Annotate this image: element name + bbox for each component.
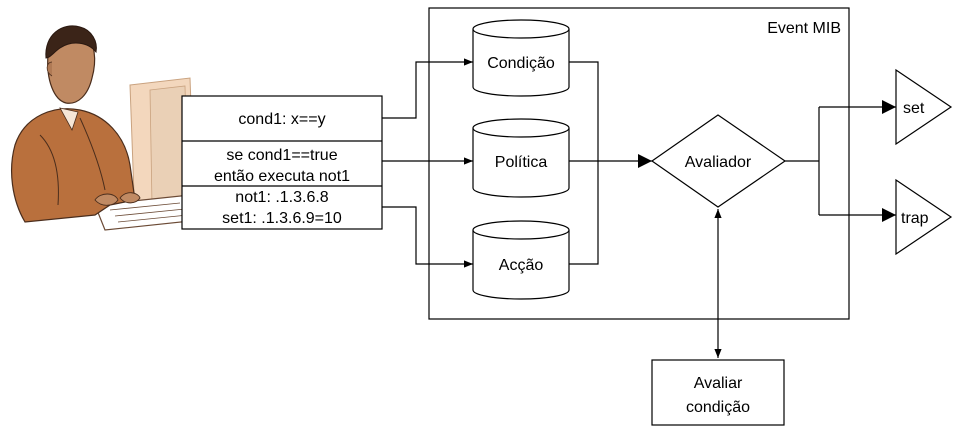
- rule-then-text: então executa not1: [214, 168, 350, 185]
- cylinder-condicao-label: Condição: [487, 55, 555, 72]
- rules-to-cylinders-connectors: [382, 58, 473, 268]
- cylinders-to-avaliador-connectors: [569, 61, 652, 265]
- rules-box-frame: [181, 95, 383, 230]
- avaliar-condicao-line2: condição: [686, 399, 750, 416]
- user-at-computer-icon: [11, 25, 201, 231]
- cylinder-politica-label: Política: [495, 154, 548, 171]
- avaliador-label: Avaliador: [685, 154, 752, 171]
- avaliador-diamond: Avaliador: [650, 114, 787, 208]
- cylinder-accao-label: Acção: [499, 257, 544, 274]
- cylinder-politica: Política: [472, 118, 570, 198]
- rule-if-text: se cond1==true: [226, 147, 337, 164]
- rule-set-text: set1: .1.3.6.9=10: [222, 210, 342, 227]
- avaliador-to-outputs-connectors: [785, 100, 896, 222]
- cylinder-condicao: Condição: [472, 19, 570, 97]
- output-trap: trap: [895, 178, 953, 256]
- rule-condition-text: cond1: x==y: [238, 111, 325, 128]
- output-set-label: set: [903, 100, 925, 117]
- rules-box: cond1: x==y se cond1==true então executa…: [181, 95, 383, 230]
- rule-notification-text: not1: .1.3.6.8: [235, 189, 329, 206]
- output-trap-label: trap: [901, 210, 929, 227]
- event-mib-title: Event MIB: [767, 20, 841, 37]
- cylinder-accao: Acção: [472, 220, 570, 300]
- avaliar-condicao-box: Avaliar condição: [651, 359, 785, 426]
- output-set: set: [895, 68, 953, 146]
- avaliar-condicao-line1: Avaliar: [694, 375, 743, 392]
